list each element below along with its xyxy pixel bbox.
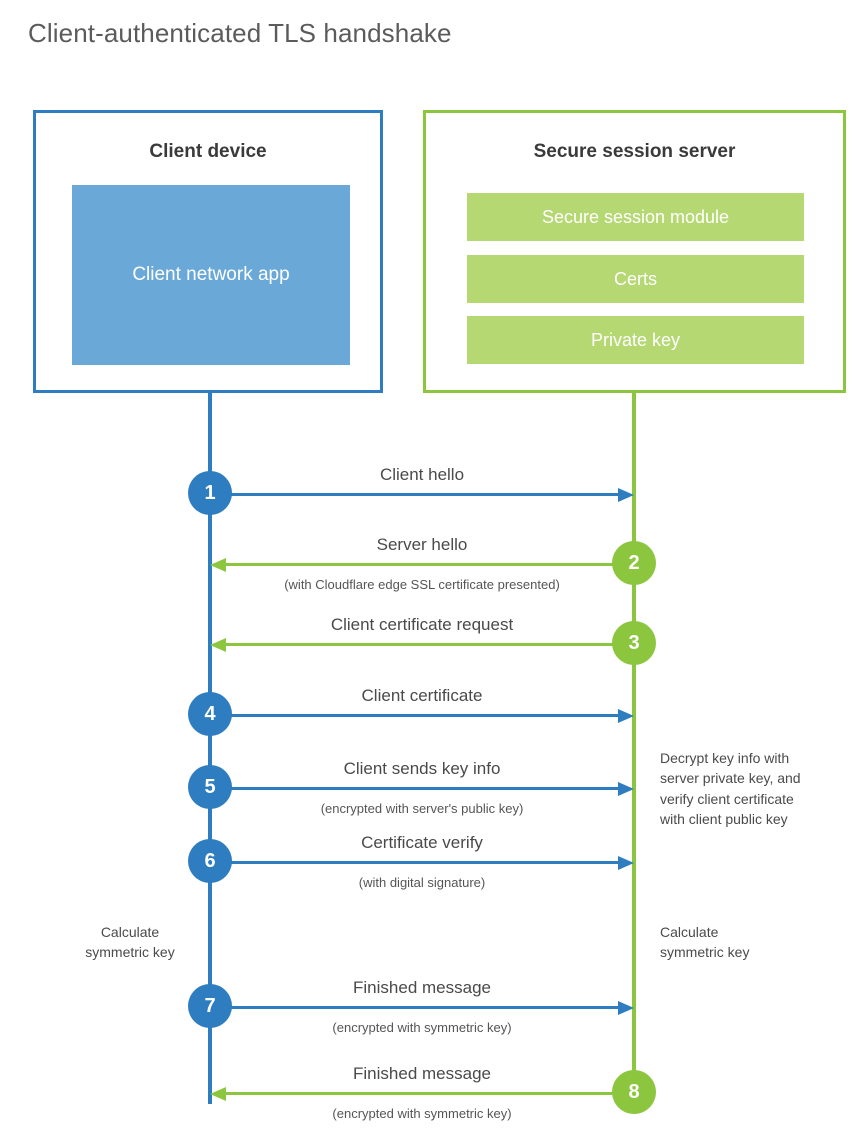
message-sublabel: (encrypted with server's public key): [320, 801, 524, 816]
message-arrow-line: [224, 1092, 634, 1095]
message-label: Certificate verify: [361, 833, 483, 852]
annotation-line: symmetric key: [85, 944, 175, 961]
message-arrow-head: [210, 557, 226, 572]
secure-session-server-title: Secure session server: [533, 141, 736, 162]
message-sublabel: (with Cloudflare edge SSL certificate pr…: [284, 577, 560, 592]
client-device-box: Client device Client network app: [33, 110, 383, 393]
message-label: Finished message: [353, 1064, 491, 1083]
message-arrow-head: [210, 637, 226, 652]
message-arrow-line: [210, 861, 618, 864]
server-lifeline: [632, 390, 636, 1093]
message-arrow-line: [224, 643, 634, 646]
annotation-server-calculate-symmetric-key: Calculate symmetric key: [660, 922, 830, 963]
message-arrow-line: [210, 787, 618, 790]
step-badge-2[interactable]: 2: [612, 541, 656, 585]
server-component-certs: Certs: [467, 255, 804, 303]
annotation-line: with client public key: [660, 810, 788, 827]
step-badge-8[interactable]: 8: [612, 1070, 656, 1114]
message-arrow-head: [210, 1086, 226, 1101]
message-sublabel: (with digital signature): [358, 875, 486, 890]
message-arrow-line: [210, 714, 618, 717]
message-arrow-head: [618, 781, 634, 796]
step-badge-7[interactable]: 7: [188, 984, 232, 1028]
annotation-client-calculate-symmetric-key: Calculate symmetric key: [50, 922, 210, 963]
server-component-secure-session-module: Secure session module: [467, 193, 804, 241]
annotation-line: verify client certificate: [660, 790, 794, 807]
message-arrow-head: [618, 1000, 634, 1015]
message-label: Server hello: [376, 535, 468, 554]
message-arrow-head: [618, 708, 634, 723]
message-arrow-line: [224, 563, 634, 566]
annotation-line: Calculate: [100, 924, 160, 940]
message-label: Client certificate request: [330, 615, 514, 634]
step-badge-6[interactable]: 6: [188, 839, 232, 883]
secure-session-server-box: Secure session server Secure session mod…: [423, 110, 846, 393]
annotation-line: Calculate: [660, 924, 719, 940]
message-label: Client hello: [379, 465, 465, 484]
step-badge-4[interactable]: 4: [188, 692, 232, 736]
message-arrow-head: [618, 487, 634, 502]
annotation-line: server private key, and: [660, 770, 801, 787]
annotation-server-decrypt: Decrypt key info with server private key…: [660, 748, 835, 829]
client-network-app-block: Client network app: [72, 185, 350, 365]
message-arrow-line: [210, 493, 618, 496]
step-badge-3[interactable]: 3: [612, 621, 656, 665]
server-component-private-key: Private key: [467, 316, 804, 364]
message-sublabel: (encrypted with symmetric key): [332, 1106, 512, 1121]
step-badge-5[interactable]: 5: [188, 765, 232, 809]
message-arrow-line: [210, 1006, 618, 1009]
message-sublabel: (encrypted with symmetric key): [332, 1020, 512, 1035]
step-badge-1[interactable]: 1: [188, 471, 232, 515]
client-device-title: Client device: [149, 141, 267, 162]
message-label: Client certificate: [361, 686, 483, 705]
message-arrow-head: [618, 855, 634, 870]
message-label: Client sends key info: [343, 759, 501, 778]
annotation-line: Decrypt key info with: [660, 750, 790, 766]
annotation-line: symmetric key: [660, 944, 750, 961]
page-title: Client-authenticated TLS handshake: [28, 18, 452, 48]
client-lifeline: [208, 390, 212, 1104]
message-label: Finished message: [353, 978, 491, 997]
